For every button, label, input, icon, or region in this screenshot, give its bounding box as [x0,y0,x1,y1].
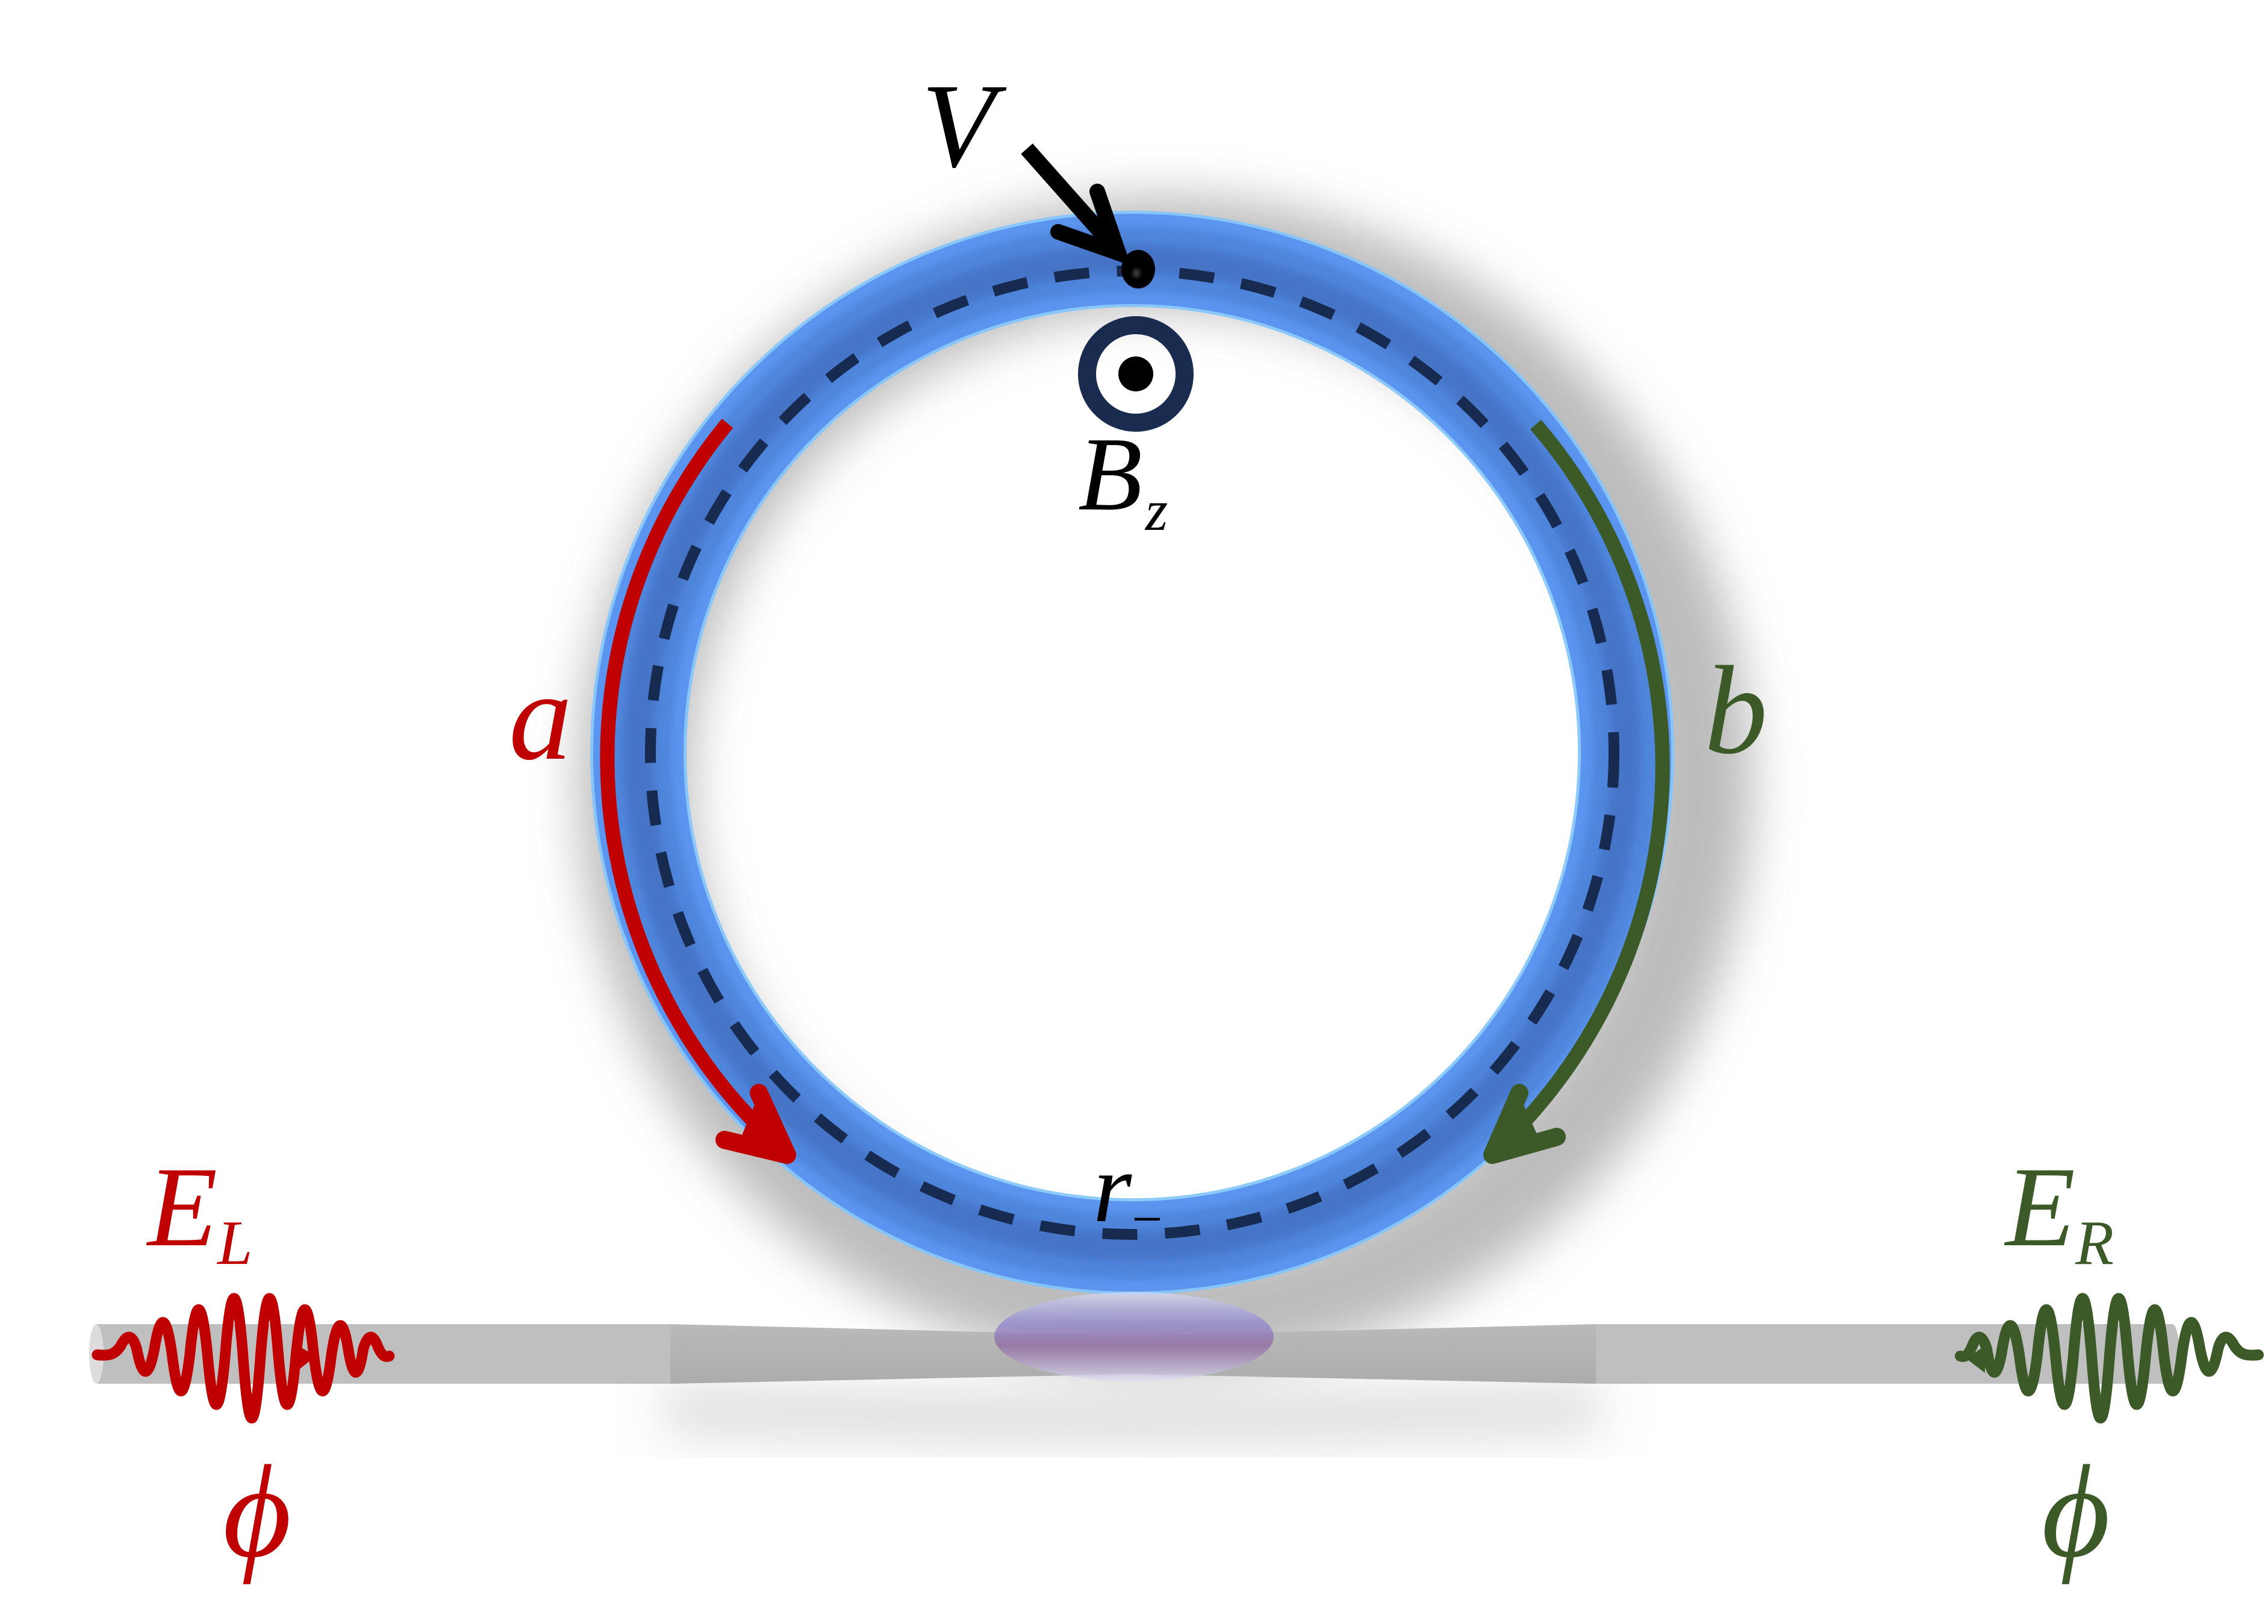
mode-b-arrow [1483,420,1670,1164]
left-phase-label: ϕ [223,1445,291,1578]
scatterer-label-V: V [921,66,995,187]
B-symbol: B [1078,415,1142,532]
left-field-label: EL [148,1150,252,1275]
scatterer-dot [1121,250,1155,288]
mode-a-label: a [509,653,572,780]
ring-resonator [590,211,1674,1295]
waveguide-shadow [662,1385,1602,1445]
E-left-symbol: E [148,1144,218,1271]
magnetic-field-out-of-plane-icon [1078,316,1194,432]
a-symbol: a [509,647,572,786]
r-subscript-minus: − [1132,1189,1163,1250]
E-right-subscript: R [2075,1208,2114,1278]
scatterer-arrow [1021,143,1131,266]
B-subscript: z [1145,478,1168,543]
r-symbol: r [1093,1133,1132,1243]
phi-left-symbol: ϕ [223,1438,291,1585]
phi-right-symbol: ϕ [2042,1438,2110,1585]
right-input-pulse [1955,1293,2264,1423]
V-symbol: V [921,60,995,193]
b-symbol: b [1704,641,1768,780]
right-field-label: ER [2005,1150,2114,1275]
mode-a-arrow [600,418,796,1164]
E-left-subscript: L [217,1208,253,1278]
coupling-region [994,1292,1274,1381]
mode-b-label: b [1704,647,1768,774]
left-input-pulse [92,1293,395,1423]
coupling-coefficient-label: r− [1093,1138,1162,1246]
magnetic-field-label: Bz [1078,422,1168,540]
right-phase-label: ϕ [2042,1445,2110,1578]
E-right-symbol: E [2005,1144,2076,1271]
